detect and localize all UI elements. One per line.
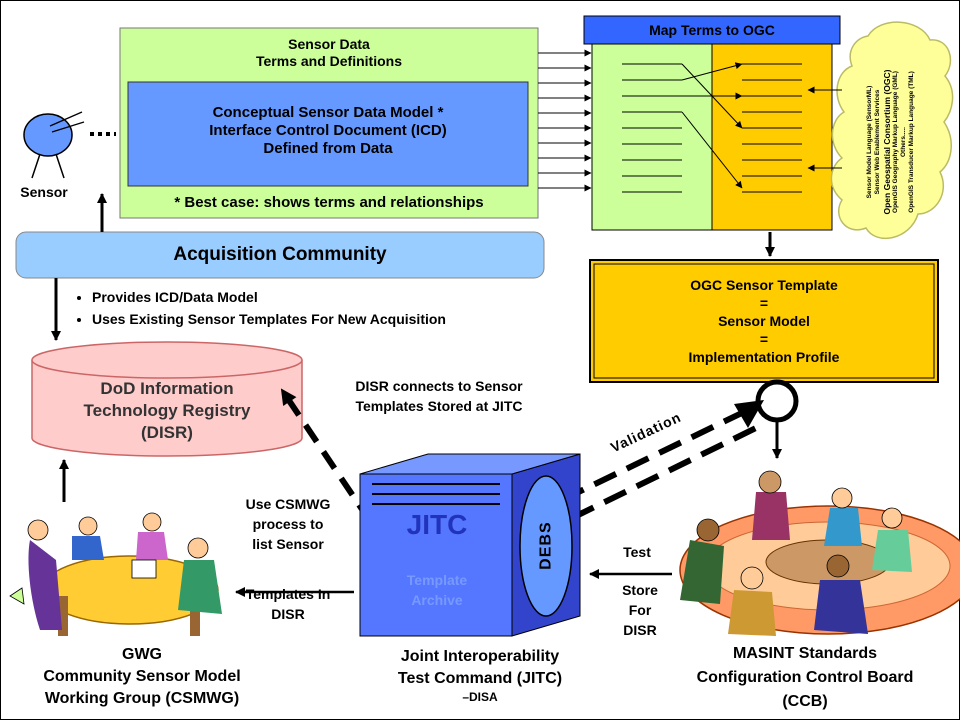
jitc-caption-line2: Test Command (JITC): [397, 670, 563, 687]
jitc-title: JITC: [406, 509, 468, 540]
cloud-item-others: Others.....: [900, 127, 907, 157]
store-line3: DISR: [623, 622, 657, 638]
disr-line1: DoD Information: [100, 379, 234, 398]
template-archive-line2: Archive: [411, 592, 463, 608]
csmwg-process-line1: Use CSMWG: [245, 496, 331, 512]
map-terms-header: [583, 15, 841, 45]
template-archive-label: Template Archive: [362, 570, 512, 610]
acquisition-bullet-2: Uses Existing Sensor Templates For New A…: [92, 308, 602, 330]
disr-line3: (DISR): [141, 423, 193, 442]
ogc-template-line5: Implementation Profile: [688, 349, 840, 365]
masint-caption-line3: (CCB): [782, 693, 828, 710]
templates-in-disr-line1: Templates In: [245, 586, 331, 602]
sensor-icon: [23, 111, 85, 179]
cloud-item-ogc: Open Geospatial Consortium (OGC): [882, 69, 892, 215]
test-label: Test: [623, 544, 651, 560]
ogc-template-line2: =: [759, 295, 769, 311]
acquisition-title: Acquisition Community: [173, 244, 387, 265]
map-cross-arrows: [681, 62, 743, 189]
map-term-lines: [622, 63, 802, 193]
cloud-item-gml: OpenGIS Geography Markup Language (GML): [892, 71, 899, 213]
ogc-template-inner-border: [593, 263, 935, 379]
conceptual-model-line1: Conceptual Sensor Data Model *: [212, 104, 444, 121]
store-line1: Store: [622, 582, 658, 598]
jitc-caption-line3: –DISA: [462, 690, 498, 704]
ogc-template-line4: =: [759, 331, 769, 347]
gwg-caption-line3: Working Group (CSMWG): [44, 690, 240, 707]
ogc-standards-cloud: [830, 21, 954, 240]
masint-caption-line2: Configuration Control Board: [696, 669, 914, 686]
disr-note: DISR connects to Sensor Templates Stored…: [316, 376, 562, 416]
acquisition-bullet-1: Provides ICD/Data Model: [92, 286, 602, 308]
template-archive-line1: Template: [406, 572, 468, 588]
masint-caption: MASINT Standards Configuration Control B…: [652, 642, 958, 714]
conceptual-model-line3: Defined from Data: [263, 140, 393, 157]
gwg-caption: GWG Community Sensor Model Working Group…: [4, 644, 280, 710]
best-case-footnote: * Best case: shows terms and relationshi…: [174, 194, 484, 211]
cloud-item-sensorml: Sensor Model Language (SensorML): [866, 85, 873, 199]
debs-label: DEBS: [537, 521, 555, 570]
sensor-data-title-line2: Terms and Definitions: [256, 52, 402, 69]
ogc-template-line1: OGC Sensor Template: [690, 277, 838, 293]
gwg-caption-line2: Community Sensor Model: [43, 668, 241, 685]
csmwg-process-line2: process to: [252, 516, 324, 532]
jitc-caption: Joint Interoperability Test Command (JIT…: [350, 646, 610, 704]
store-for-disr-text: Store For DISR: [600, 580, 680, 640]
jitc-server: [359, 453, 581, 637]
cloud-item-tml: OpenGIS Transducer Markup Language (TML): [908, 71, 915, 213]
ccb-meeting-clipart: [679, 470, 960, 636]
acquisition-bullets: Provides ICD/Data Model Uses Existing Se…: [74, 286, 602, 330]
templates-in-disr-line2: DISR: [271, 606, 305, 622]
disr-note-line1: DISR connects to Sensor: [355, 378, 523, 394]
templates-in-disr-text: Templates In DISR: [222, 584, 354, 624]
cloud-item-swe: Sensor Web Enablement Services: [874, 89, 881, 195]
map-terms-title: Map Terms to OGC: [649, 22, 775, 38]
term-arrows: [538, 49, 592, 192]
validation-ring: [755, 379, 799, 423]
sensor-data-title-line1: Sensor Data: [288, 36, 370, 52]
acquisition-banner: [15, 231, 545, 279]
csmwg-process-text: Use CSMWG process to list Sensor: [222, 494, 354, 554]
map-right-panel: [711, 43, 833, 231]
gwg-caption-line1: GWG: [122, 646, 162, 663]
gwg-meeting-clipart: [9, 512, 222, 636]
disr-cylinder: [31, 341, 303, 457]
ogc-template-text: OGC Sensor Template = Sensor Model = Imp…: [590, 276, 938, 366]
cloud-arrows: [807, 86, 842, 172]
conceptual-model-box: [127, 81, 529, 187]
jitc-caption-line1: Joint Interoperability: [400, 648, 560, 665]
disr-text: DoD Information Technology Registry (DIS…: [32, 378, 302, 444]
disr-line2: Technology Registry: [83, 401, 251, 420]
store-line2: For: [628, 602, 652, 618]
map-left-panel: [591, 43, 713, 231]
ogc-template-line3: Sensor Model: [718, 313, 810, 329]
masint-caption-line1: MASINT Standards: [732, 645, 877, 662]
conceptual-model-line2: Interface Control Document (ICD): [209, 122, 447, 139]
sensor-data-title: Sensor Data Terms and Definitions: [120, 36, 538, 70]
disr-note-line2: Templates Stored at JITC: [355, 398, 523, 414]
sensor-label: Sensor: [20, 184, 68, 200]
ogc-template-box: [589, 259, 939, 383]
conceptual-model-text: Conceptual Sensor Data Model * Interface…: [128, 104, 528, 158]
cloud-text-block: Sensor Model Language (SensorML) Sensor …: [866, 12, 922, 272]
csmwg-process-line3: list Sensor: [252, 536, 324, 552]
